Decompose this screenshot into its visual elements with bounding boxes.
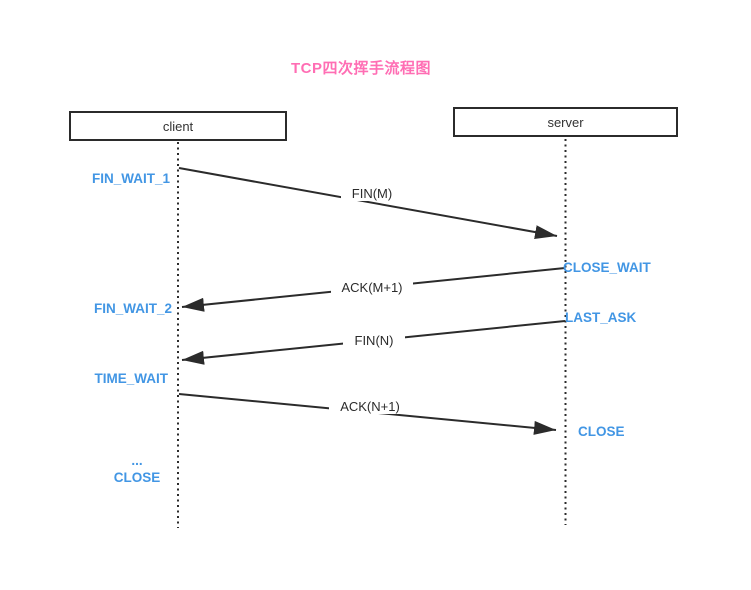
state-label-fin-wait-2: FIN_WAIT_2 (93, 301, 172, 316)
actor-box-server: server (453, 107, 678, 137)
state-label-time-wait: TIME_WAIT (94, 371, 169, 386)
state-label-last-ask: LAST_ASK (565, 310, 637, 325)
message-label-ack-m1: ACK(M+1) (331, 280, 413, 295)
actor-label-client: client (162, 118, 194, 134)
actor-box-client: client (69, 111, 287, 141)
actor-label-server: server (547, 114, 584, 130)
message-arrow-fin-m (178, 167, 558, 239)
state-label-ellipsis: ... (131, 453, 143, 468)
message-label-fin-m: FIN(M) (341, 186, 403, 201)
state-label-close-client: CLOSE (113, 470, 161, 485)
state-label-fin-wait-1: FIN_WAIT_1 (91, 171, 170, 186)
message-label-ack-n1: ACK(N+1) (329, 399, 411, 414)
message-label-fin-n: FIN(N) (343, 333, 405, 348)
diagram-title: TCP四次挥手流程图 (290, 60, 431, 77)
state-label-close-server: CLOSE (578, 424, 625, 439)
state-label-close-wait: CLOSE_WAIT (563, 260, 651, 275)
